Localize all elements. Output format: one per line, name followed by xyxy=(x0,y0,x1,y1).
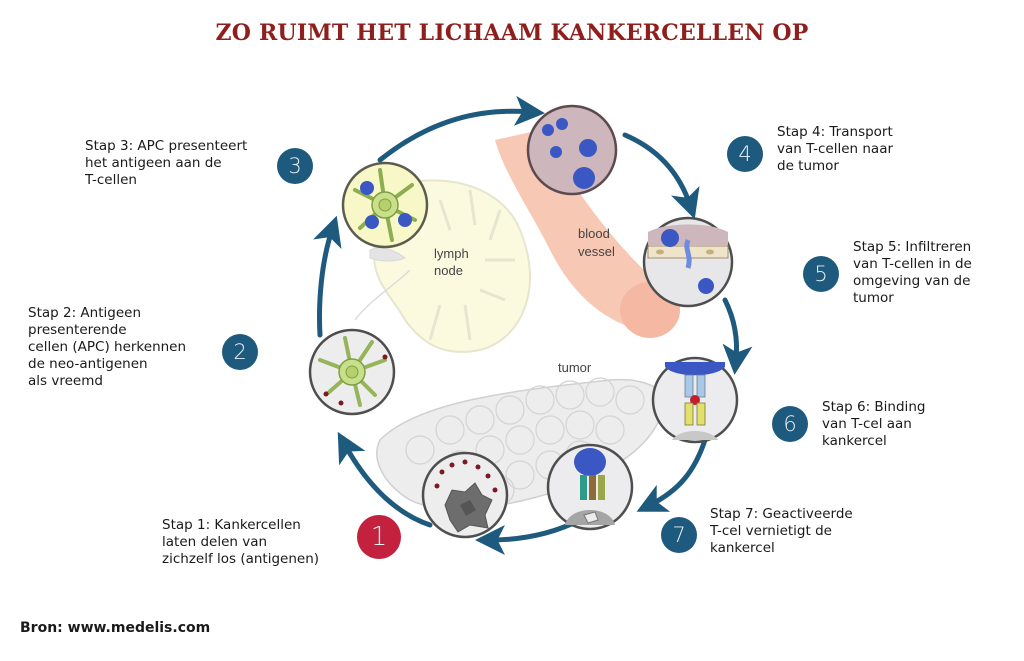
inset-step2-apc-recognition xyxy=(308,328,396,416)
step-5-line: omgeving van de xyxy=(853,273,971,289)
step-2-description: Stap 2: Antigeen presenterende cellen (A… xyxy=(28,305,186,390)
blood-vessel-label-line2: vessel xyxy=(578,244,615,259)
step-6-line: van T-cel aan xyxy=(822,416,912,432)
step-4-badge: 4 xyxy=(727,136,763,172)
step-5-description: Stap 5: Infiltreren van T-cellen in de o… xyxy=(853,239,972,307)
arrow-step3-to-4 xyxy=(377,95,545,163)
step-2-line: presenterende xyxy=(28,322,127,338)
step-2-line: Stap 2: Antigeen xyxy=(28,305,141,321)
step-5-badge: 5 xyxy=(803,256,839,292)
step-1-line: Stap 1: Kankercellen xyxy=(162,517,301,533)
step-4-line: Stap 4: Transport xyxy=(777,124,893,140)
arrow-step1-to-2 xyxy=(337,431,433,528)
tumor-label: tumor xyxy=(558,360,592,375)
step-5-line: Stap 5: Infiltreren xyxy=(853,239,972,255)
step-7-line: kankercel xyxy=(710,540,775,556)
page-title: ZO RUIMT HET LICHAAM KANKERCELLEN OP xyxy=(215,20,809,46)
step-2-badge: 2 xyxy=(222,334,258,370)
inset-step3-apc-presentation xyxy=(341,161,429,249)
step-7-line: T-cel vernietigt de xyxy=(710,523,832,539)
arrow-step2-to-3 xyxy=(313,215,342,338)
step-3-description: Stap 3: APC presenteert het antigeen aan… xyxy=(85,138,247,189)
step-4-line: van T-cellen naar xyxy=(777,141,894,157)
step-1-badge: 1 xyxy=(357,515,401,559)
inset-step5-infiltration xyxy=(642,216,734,308)
step-7-description: Stap 7: Geactiveerde T-cel vernietigt de… xyxy=(710,506,853,557)
step-3-badge: 3 xyxy=(277,148,313,184)
step-6-description: Stap 6: Binding van T-cel aan kankercel xyxy=(822,399,925,450)
step-2-line: als vreemd xyxy=(28,373,103,389)
step-7-line: Stap 7: Geactiveerde xyxy=(710,506,853,522)
step-7-badge: 7 xyxy=(661,517,697,553)
blood-vessel-label-line1: blood xyxy=(578,226,610,241)
inset-step7-destruction xyxy=(546,443,634,531)
step-1-line: laten delen van xyxy=(162,534,268,550)
step-3-line: T-cellen xyxy=(85,172,137,188)
step-5-line: van T-cellen in de xyxy=(853,256,972,272)
step-6-line: Stap 6: Binding xyxy=(822,399,926,415)
lymph-node-label-line1: lymph xyxy=(434,246,469,261)
step-5-line: tumor xyxy=(853,290,894,306)
inset-step1-antigen-release xyxy=(421,451,509,539)
step-2-line: de neo-antigenen xyxy=(28,356,148,372)
step-1-line: zichzelf los (antigenen) xyxy=(162,551,320,567)
inset-step6-binding xyxy=(651,356,739,444)
step-1-description: Stap 1: Kankercellen laten delen van zic… xyxy=(162,517,319,568)
step-4-description: Stap 4: Transport van T-cellen naar de t… xyxy=(777,124,893,175)
step-2-line: cellen (APC) herkennen xyxy=(28,339,187,355)
lymph-node-label-line2: node xyxy=(434,263,463,278)
step-3-line: het antigeen aan de xyxy=(85,155,222,171)
arrow-step6-to-7 xyxy=(636,437,708,512)
inset-step4-tcell-transport xyxy=(526,104,618,196)
step-6-line: kankercel xyxy=(822,433,887,449)
source-credit: Bron: www.medelis.com xyxy=(20,620,211,636)
arrow-step5-to-6 xyxy=(722,297,753,375)
arrow-step4-to-5 xyxy=(622,132,700,220)
step-4-line: de tumor xyxy=(777,158,839,174)
step-6-badge: 6 xyxy=(772,406,808,442)
step-3-line: Stap 3: APC presenteert xyxy=(85,138,248,154)
